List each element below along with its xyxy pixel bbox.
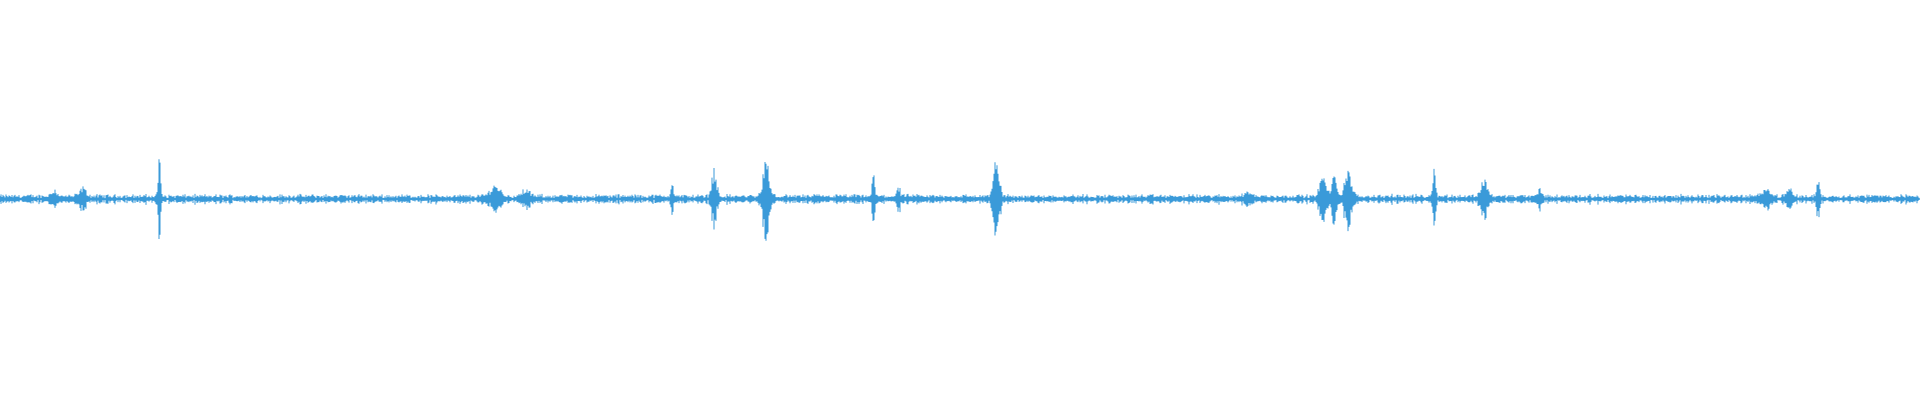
waveform-trace [0,159,1920,241]
